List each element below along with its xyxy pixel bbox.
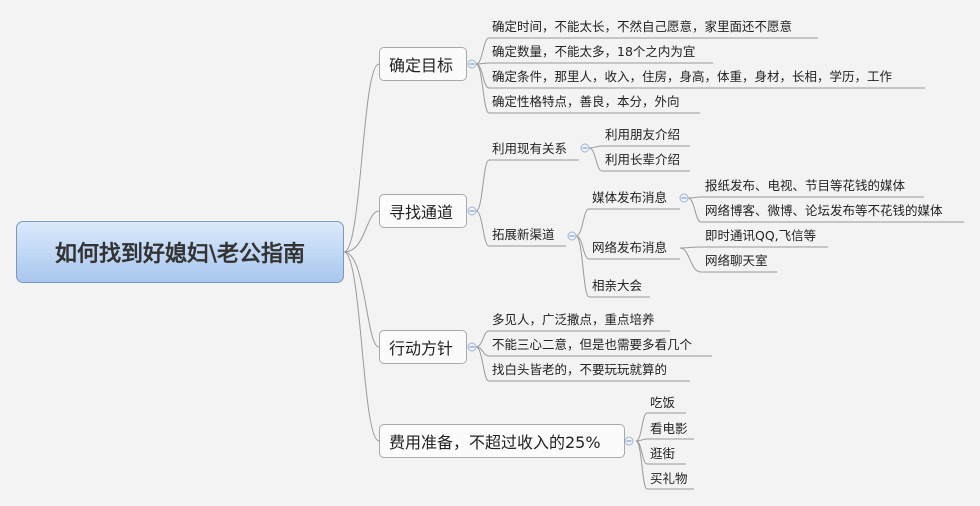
channel-media-item[interactable]: 网络博客、微博、论坛发布等不花钱的媒体 [705,203,943,218]
goal-item[interactable]: 确定条件，那里人，收入，住房，身高，体重，身材，长相，学历，工作 [492,69,893,84]
cost-item[interactable]: 买礼物 [650,471,688,486]
action-item[interactable]: 不能三心二意，但是也需要多看几个 [492,337,693,352]
cost-item[interactable]: 逛街 [650,446,676,461]
action-item[interactable]: 多见人，广泛撒点，重点培养 [492,312,655,327]
collapse-toggle-goals[interactable] [467,59,477,69]
channel-new[interactable]: 拓展新渠道 [492,227,555,242]
collapse-toggle-new[interactable] [567,231,577,241]
channel-existing[interactable]: 利用现有关系 [492,141,568,156]
topic-goals[interactable]: 确定目标 [379,47,467,81]
root-topic[interactable]: 如何找到好媳妇\老公指南 [16,221,344,283]
collapse-toggle-existing[interactable] [580,143,590,153]
channel-existing-item[interactable]: 利用朋友介绍 [605,127,681,142]
collapse-toggle-cost[interactable] [624,436,634,446]
cost-item[interactable]: 看电影 [650,421,688,436]
channel-existing-item[interactable]: 利用长辈介绍 [605,152,681,167]
collapse-toggle-channels[interactable] [467,206,477,216]
cost-item[interactable]: 吃饭 [650,395,676,410]
channel-media[interactable]: 媒体发布消息 [592,190,668,205]
channel-media-item[interactable]: 报纸发布、电视、节目等花钱的媒体 [705,178,906,193]
channel-online[interactable]: 网络发布消息 [592,240,668,255]
action-item[interactable]: 找白头皆老的，不要玩玩就算的 [492,362,668,377]
topic-cost[interactable]: 费用准备，不超过收入的25% [379,424,625,458]
channel-fair[interactable]: 相亲大会 [592,278,643,293]
collapse-toggle-actions[interactable] [467,342,477,352]
goal-item[interactable]: 确定时间，不能太长，不然自己愿意，家里面还不愿意 [492,19,793,34]
collapse-toggle-media[interactable] [679,193,689,203]
channel-online-item[interactable]: 即时通讯QQ,飞信等 [705,228,817,243]
channel-online-item[interactable]: 网络聊天室 [705,253,768,268]
topic-actions[interactable]: 行动方针 [379,330,467,364]
topic-channels[interactable]: 寻找通道 [379,194,467,228]
goal-item[interactable]: 确定性格特点，善良，本分，外向 [492,94,680,109]
goal-item[interactable]: 确定数量，不能太多，18个之内为宜 [492,44,696,59]
